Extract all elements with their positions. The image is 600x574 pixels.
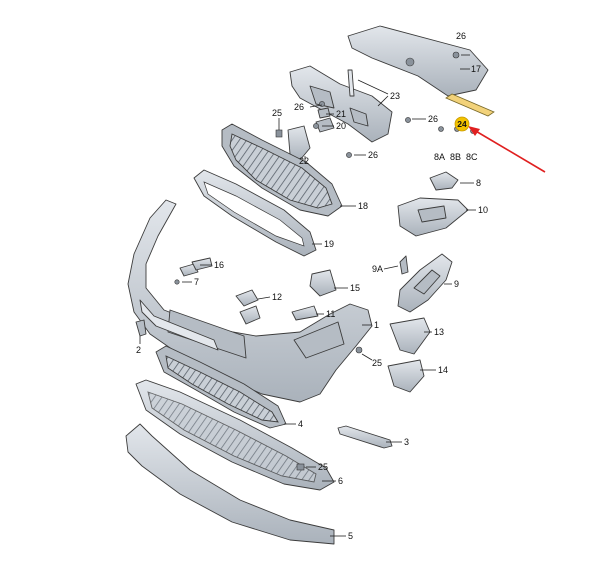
label-9a: 9A (372, 264, 383, 274)
label-1: 1 (374, 320, 379, 330)
label-2: 2 (136, 345, 141, 355)
leader-lines (139, 54, 476, 537)
guide-part-9 (397, 253, 453, 313)
label-26: 26 (456, 31, 466, 41)
label-20: 20 (336, 121, 346, 131)
label-10: 10 (478, 205, 488, 215)
label-18: 18 (358, 201, 368, 211)
highlighted-part-24 (445, 93, 495, 117)
label-26: 26 (294, 102, 304, 112)
label-15: 15 (350, 283, 360, 293)
trim-part-16 (179, 257, 213, 277)
label-16: 16 (214, 260, 224, 270)
cover-part-10 (397, 197, 469, 237)
label-14: 14 (438, 365, 448, 375)
cover-part-14 (387, 359, 425, 393)
label-11: 11 (326, 309, 335, 319)
label-3: 3 (404, 437, 409, 447)
label-13: 13 (434, 327, 444, 337)
label-21: 21 (336, 109, 346, 119)
grille-surround-part-19 (193, 169, 317, 257)
label-9: 9 (454, 279, 459, 289)
label-25: 25 (372, 358, 382, 368)
cover-part-13 (389, 317, 431, 355)
radiator-grille-part-18 (221, 123, 343, 217)
highlight-label: 24 (457, 119, 467, 129)
label-6: 6 (338, 476, 343, 486)
label-26: 26 (368, 150, 378, 160)
trim-part-11 (291, 305, 319, 321)
label-8c: 8C (466, 152, 478, 162)
lock-carrier-cover-part-17 (347, 25, 489, 97)
label-8a: 8A (434, 152, 445, 162)
mounting-bracket-part-23 (289, 65, 393, 143)
label-22: 22 (299, 156, 309, 166)
part-labels: 26 17 23 26 25 20 21 26 22 26 8A 8B 8C 8… (136, 31, 488, 541)
label-12: 12 (272, 292, 282, 302)
label-25: 25 (318, 462, 328, 472)
trim-part-15 (309, 269, 337, 297)
fog-light-trim-part-12 (235, 289, 261, 325)
sensor-part-2 (135, 319, 147, 337)
trim-strip-part-3 (337, 425, 393, 449)
label-19: 19 (324, 239, 334, 249)
clip-part-9a (399, 255, 409, 275)
label-8b: 8B (450, 152, 461, 162)
lower-grille-part-4 (155, 345, 287, 429)
label-5: 5 (348, 531, 353, 541)
label-26: 26 (428, 114, 438, 124)
trim-strip-part-5 (125, 423, 335, 545)
highlight-badge: 24 (454, 116, 470, 132)
label-7: 7 (194, 277, 199, 287)
label-23: 23 (390, 91, 400, 101)
bracket-part-8 (429, 171, 459, 191)
bracket-part-20-21-22 (287, 107, 335, 161)
label-17: 17 (471, 64, 481, 74)
label-8: 8 (476, 178, 481, 188)
spoiler-part-6 (135, 379, 335, 491)
label-25: 25 (272, 108, 282, 118)
highlight-arrow (468, 126, 546, 173)
label-4: 4 (298, 419, 303, 429)
bumper-cover-part-1 (127, 199, 373, 403)
